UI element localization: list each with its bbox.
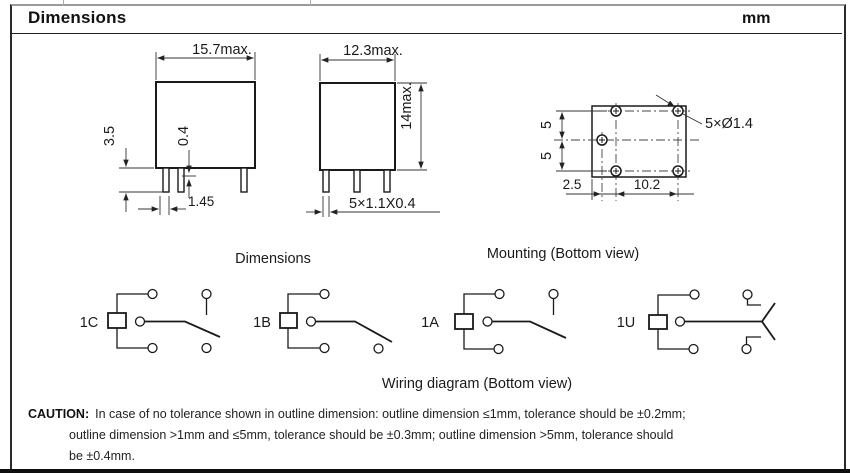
contact-blade [315, 320, 393, 343]
pin [240, 167, 248, 193]
caution-line-2: outline dimension >1mm and ≤5mm, toleran… [69, 428, 674, 442]
wiring-label: 1B [253, 315, 271, 331]
pin [353, 169, 361, 193]
nc-terminal [201, 288, 212, 300]
page-title: Dimensions [28, 8, 127, 27]
pin [162, 167, 170, 193]
nc-terminal [373, 343, 384, 354]
nc-terminal [741, 343, 752, 355]
outline-caption: Dimensions [235, 251, 311, 267]
side-pin-spec-dim: 5×1.1X0.4 [349, 196, 416, 212]
side-width-dim: 12.3max. [343, 43, 403, 59]
unit-label: mm [742, 10, 771, 27]
coil-symbol [648, 314, 668, 330]
caution-label: CAUTION: [28, 407, 90, 421]
pin-terminal [319, 288, 330, 300]
pin [383, 169, 391, 193]
pin-terminal [147, 288, 158, 300]
front-width-dim: 15.7max. [192, 42, 252, 58]
mounting-vdim-1: 5 [539, 121, 555, 129]
pin-terminal [689, 289, 700, 300]
contact-blade [492, 320, 567, 339]
pin-terminal [494, 288, 505, 300]
wiring-label: 1A [421, 315, 439, 331]
pin-terminal [319, 342, 330, 354]
mounting-outline [591, 105, 687, 178]
pin [177, 167, 185, 193]
coil-symbol [454, 313, 474, 330]
common-terminal [482, 316, 493, 327]
header-divider [10, 33, 842, 34]
common-terminal [134, 316, 146, 327]
caution-line-3: be ±0.4mm. [69, 449, 135, 463]
front-pin-pitch-dim: 1.45 [188, 194, 214, 209]
mounting-pitch-dim: 10.2 [634, 177, 660, 192]
wiring-diagram-1c: 1C [80, 288, 221, 354]
pin-terminal [688, 343, 699, 355]
wiring-caption: Wiring diagram (Bottom view) [382, 376, 572, 392]
mounting-vdim-2: 5 [539, 152, 555, 160]
pin-terminal [147, 342, 158, 354]
wiring-diagram-1u: 1U [617, 289, 776, 355]
mounting-hole-spec: 5×Ø1.4 [705, 116, 753, 132]
wiring-diagram-1b: 1B [253, 288, 393, 354]
top-edge-tick [310, 0, 311, 6]
pin [322, 169, 330, 193]
front-standoff-dim: 3.5 [102, 126, 118, 146]
common-terminal [305, 316, 317, 327]
bottom-rule [0, 469, 850, 473]
wiring-label: 1C [80, 315, 99, 331]
coil-symbol [279, 312, 298, 329]
mounting-caption: Mounting (Bottom view) [487, 246, 639, 262]
top-edge-tick [63, 0, 64, 6]
side-height-dim: 14max. [399, 82, 415, 130]
front-pin-thickness-dim: 0.4 [176, 126, 192, 146]
no-terminal [742, 289, 753, 300]
page-border [10, 4, 846, 472]
coil-symbol [107, 312, 127, 329]
mounting-offset-dim: 2.5 [563, 177, 582, 192]
no-terminal [548, 288, 559, 300]
wiring-diagram-1a: 1A [421, 288, 567, 355]
no-terminal [201, 342, 212, 354]
common-terminal [674, 316, 686, 327]
caution-line-1: CAUTION:In case of no tolerance shown in… [28, 407, 686, 421]
contact-blade [144, 320, 221, 338]
mounting-view-drawing: 5 5 2.5 10.2 5×Ø1.4 [539, 94, 753, 201]
relay-body-front [155, 81, 256, 169]
side-view-drawing: 12.3max. 14max. 5×1.1X0.4 [306, 43, 440, 217]
wiring-label: 1U [617, 315, 636, 331]
front-view-drawing: 15.7max. 3.5 0.4 1.45 [102, 42, 256, 215]
pin-terminal [493, 343, 504, 355]
relay-body-side [319, 82, 396, 171]
caution-note: CAUTION:In case of no tolerance shown in… [28, 404, 796, 467]
